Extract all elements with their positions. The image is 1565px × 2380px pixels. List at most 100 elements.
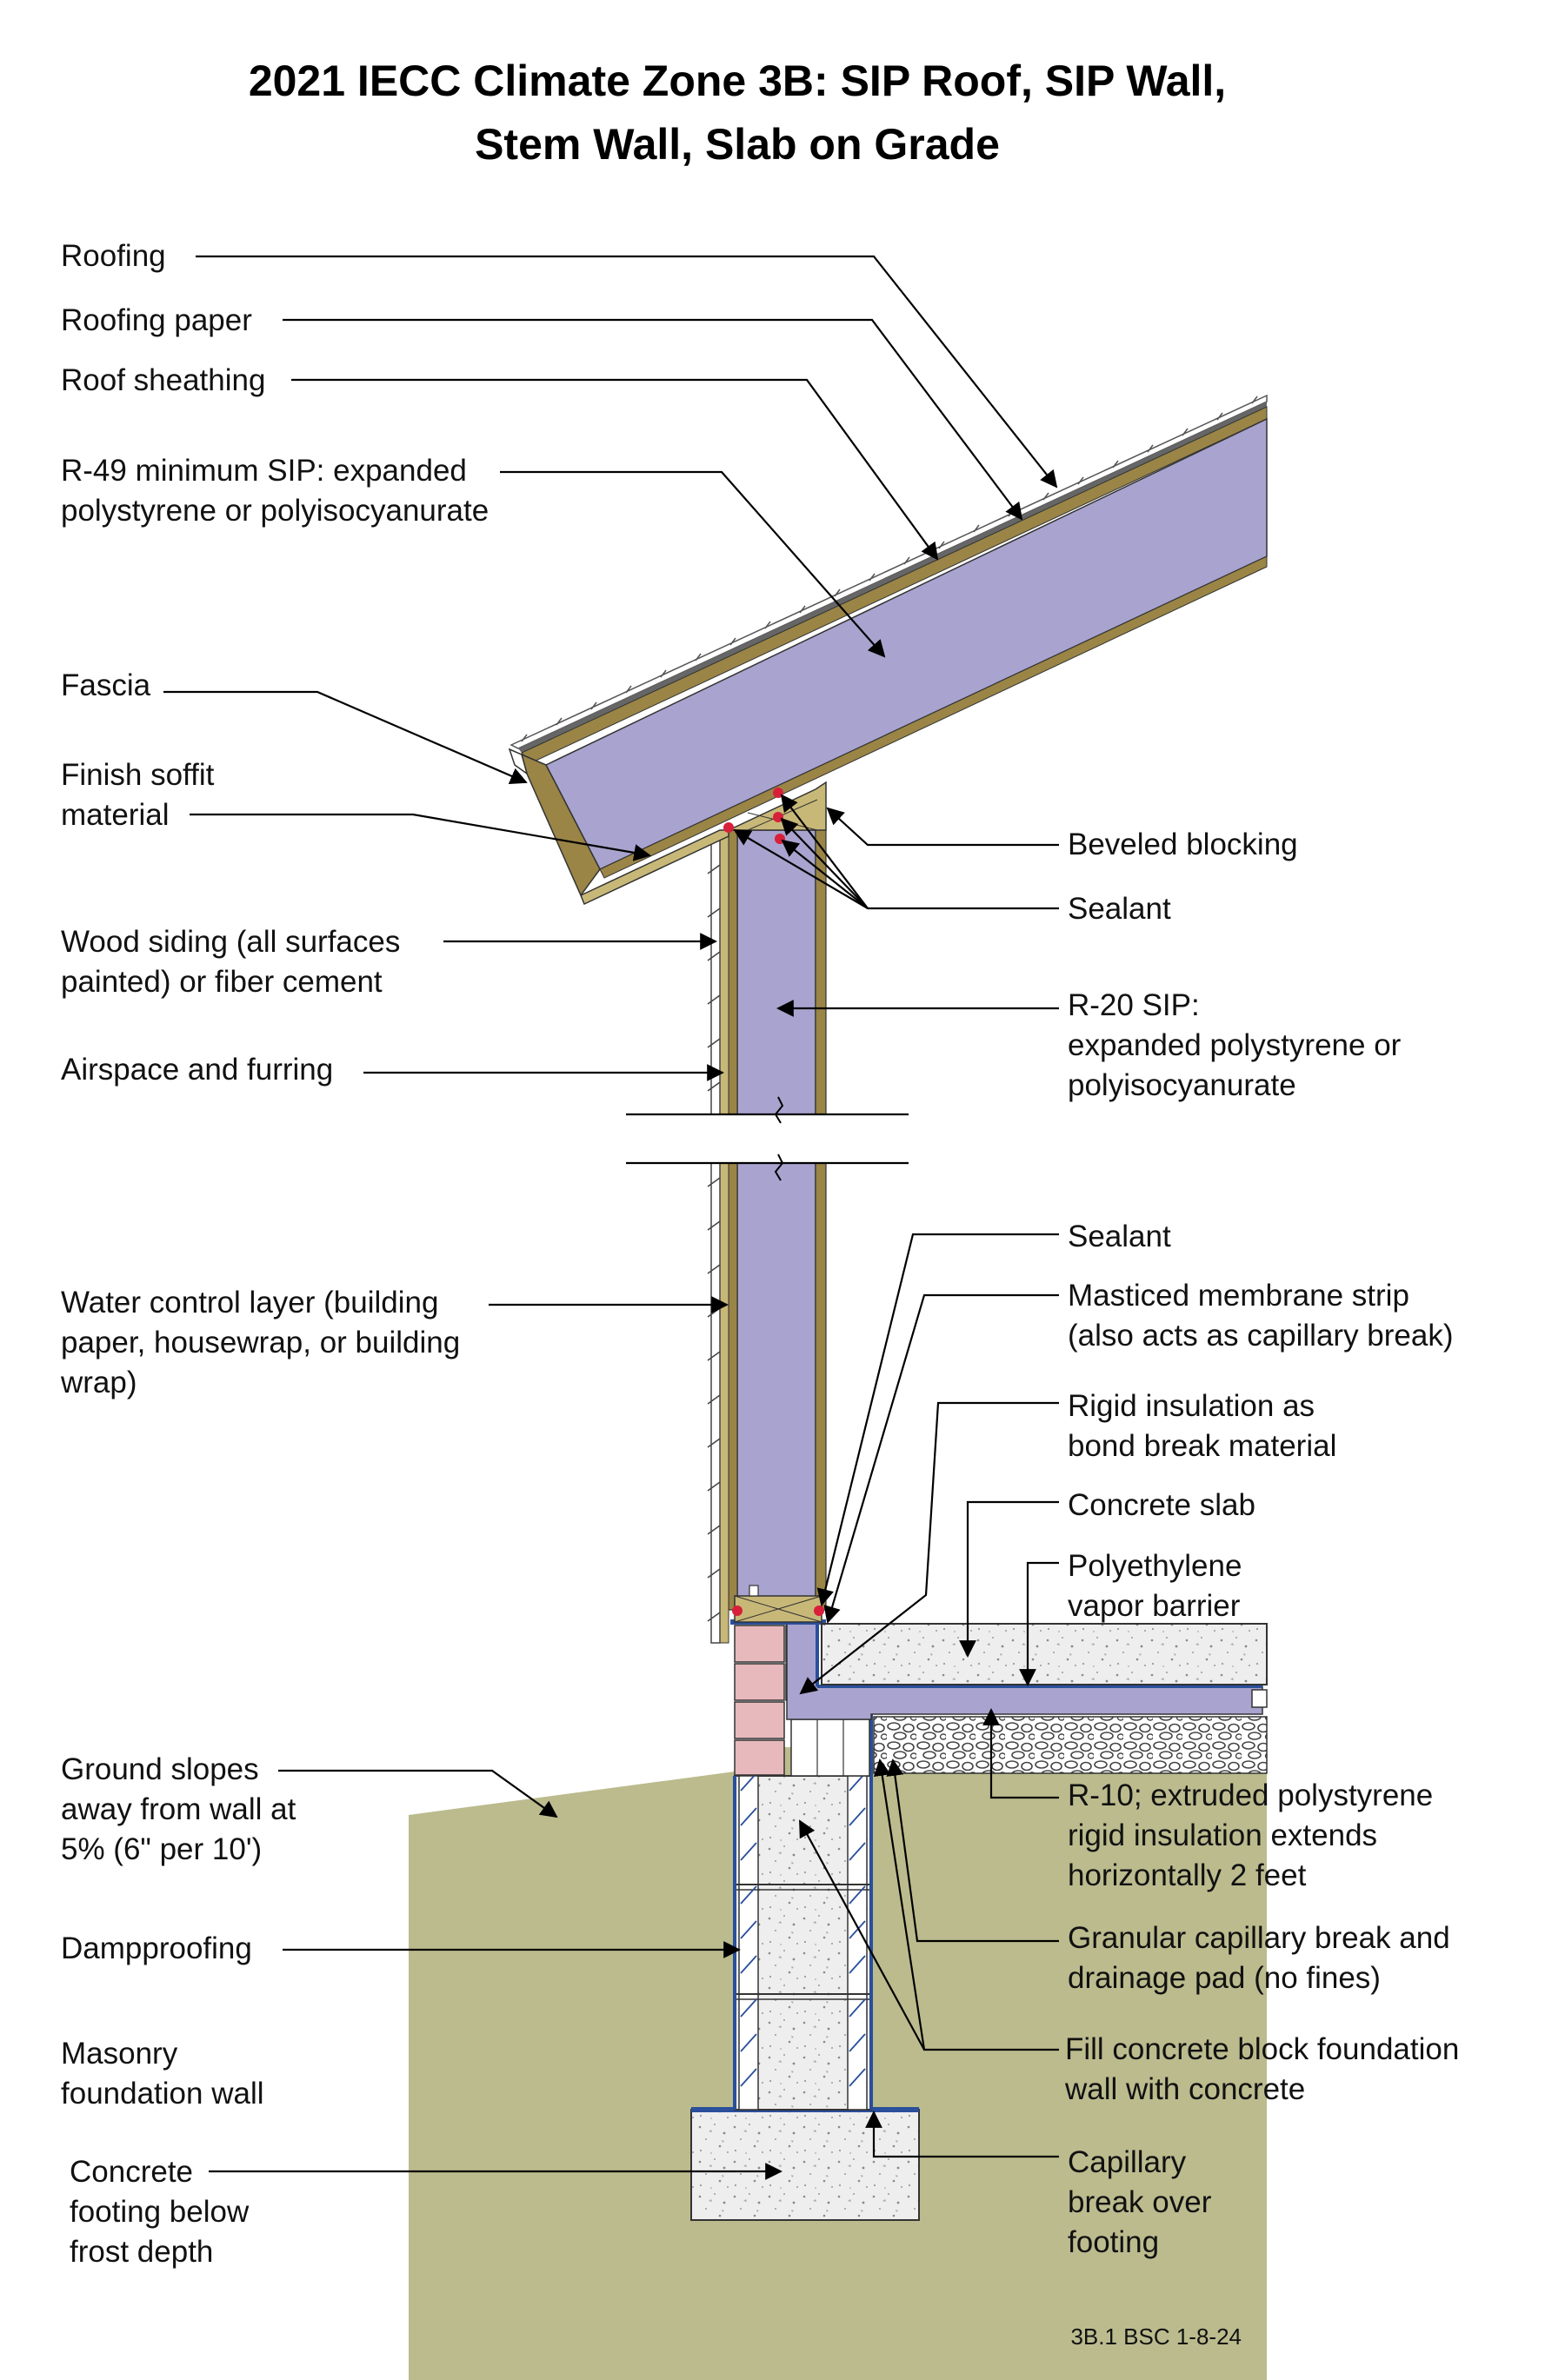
label-membrane-strip: (also acts as capillary break) [1068,1319,1454,1353]
label-fascia: Fascia [61,668,151,702]
leader-fill-block [799,1819,925,2051]
label-capillary-break-footing: footing [1068,2225,1159,2259]
label-membrane-strip: Masticed membrane strip [1068,1279,1409,1313]
sealant-dot [773,812,783,822]
leader-granular-break [886,1758,1059,1943]
leader-rigid-bond-break [799,1401,1059,1695]
brick-curb [734,1663,785,1701]
label-vapor-barrier: Polyethylene [1068,1549,1242,1583]
title-line-1: 2021 IECC Climate Zone 3B: SIP Roof, SIP… [249,57,1226,105]
label-sip-roof: polystyrene or polyisocyanurate [61,494,489,528]
label-r10-insulation: horizontally 2 feet [1068,1858,1307,1892]
label-fill-block: Fill concrete block foundation [1065,2032,1459,2066]
ground [409,1772,735,2380]
leader-concrete-slab [959,1500,1059,1658]
block-face-shell [847,1775,868,2111]
label-beveled-blocking: Beveled blocking [1068,828,1298,861]
leader-roof-sheathing [291,378,939,561]
bottom-plate-x [734,1595,822,1623]
leader-sip-roof [500,470,886,658]
label-ground-slope: away from wall at [61,1792,296,1826]
label-rigid-bond-break: Rigid insulation as [1068,1389,1315,1423]
label-soffit: material [61,798,169,832]
block-cap [790,1719,870,1777]
sip-roof-osb-bottom [599,555,1268,879]
label-masonry: foundation wall [61,2077,264,2111]
label-ground-slope: Ground slopes [61,1752,259,1786]
soffit [580,829,729,906]
label-ground-slope: 5% (6" per 10') [61,1832,262,1866]
label-r10-insulation: rigid insulation extends [1068,1818,1377,1852]
label-masonry: Masonry [61,2037,178,2071]
label-roofing-paper: Roofing paper [61,303,252,337]
label-water-control-layer: Water control layer (building [61,1286,438,1320]
slab-edge-chip [1251,1689,1268,1708]
label-roofing: Roofing [61,239,166,273]
concrete-slab [821,1623,1268,1685]
label-airspace: Airspace and furring [61,1053,333,1087]
leader-sealant-bottom [816,1233,1059,1606]
sip-wall-core [736,829,816,1611]
sealant-dot [723,822,734,833]
sealant-dot [814,1606,824,1616]
leader-sealant-top [780,817,869,909]
brick-curb [734,1625,785,1663]
leader-fascia [163,690,528,784]
wood-siding [707,833,721,1644]
label-capillary-break-footing: break over [1068,2185,1212,2219]
label-siding: Wood siding (all surfaces [61,925,400,959]
label-sealant-bottom: Sealant [1068,1220,1171,1253]
label-sip-wall: R-20 SIP: [1068,988,1200,1022]
sealant-dot [732,1606,743,1616]
leader-beveled-blocking [826,807,1059,847]
brick-curb [734,1739,785,1776]
anchor-bolt [749,1585,759,1597]
label-sip-roof: R-49 minimum SIP: expanded [61,454,467,488]
leader-soffit [190,813,651,861]
label-sip-wall: polyisocyanurate [1068,1068,1296,1102]
block-web-hatch [740,1772,866,2087]
break-squiggle [774,1096,784,1124]
label-fill-block: wall with concrete [1064,2072,1305,2106]
leader-roofing [196,255,1058,489]
roofing-paper [518,402,1267,753]
drawing-code: 3B.1 BSC 1-8-24 [1070,2323,1242,2350]
leader-membrane-strip [823,1293,1059,1624]
leader-r10-insulation [982,1708,1059,1799]
label-sip-wall: expanded polystyrene or [1068,1028,1402,1062]
label-siding: painted) or fiber cement [61,965,383,999]
furring [719,834,729,1644]
label-dampproofing: Dampproofing [61,1931,252,1965]
concrete-footing [690,2109,920,2221]
block-face-shell [738,1775,759,2111]
label-water-control-layer: wrap) [60,1366,137,1399]
label-soffit: Finish soffit [61,758,215,792]
title-line-2: Stem Wall, Slab on Grade [475,120,1000,169]
break-squiggle [774,1153,784,1181]
label-rigid-bond-break: bond break material [1068,1429,1336,1463]
leader-sealant-top [780,794,869,909]
break-gap [626,1114,909,1163]
leader-sealant-top [781,839,869,909]
label-vapor-barrier: vapor barrier [1068,1589,1241,1623]
label-granular-break: Granular capillary break and [1068,1921,1450,1955]
label-capillary-break-footing: Capillary [1068,2145,1187,2179]
leader-ground-slope [278,1769,558,1818]
label-water-control-layer: paper, housewrap, or building [61,1326,460,1360]
label-sealant-top: Sealant [1068,892,1171,926]
sip-wall-osb-ext [728,829,738,1611]
label-roof-sheathing: Roof sheathing [61,363,265,397]
sip-wall-osb-int [815,808,827,1611]
label-footing: Concrete [70,2155,193,2189]
label-footing: frost depth [70,2235,213,2269]
leader-capillary-break-footing [865,2111,1059,2158]
label-granular-break: drainage pad (no fines) [1068,1961,1381,1995]
label-r10-insulation: R-10; extruded polystyrene [1068,1778,1433,1812]
sip-roof-core [544,417,1268,870]
granular-capillary-break [873,1716,1268,1774]
leader-roofing-paper [283,318,1023,521]
brick-curb [734,1701,785,1739]
label-footing: footing below [70,2195,250,2229]
leader-vapor-barrier [1019,1561,1059,1686]
